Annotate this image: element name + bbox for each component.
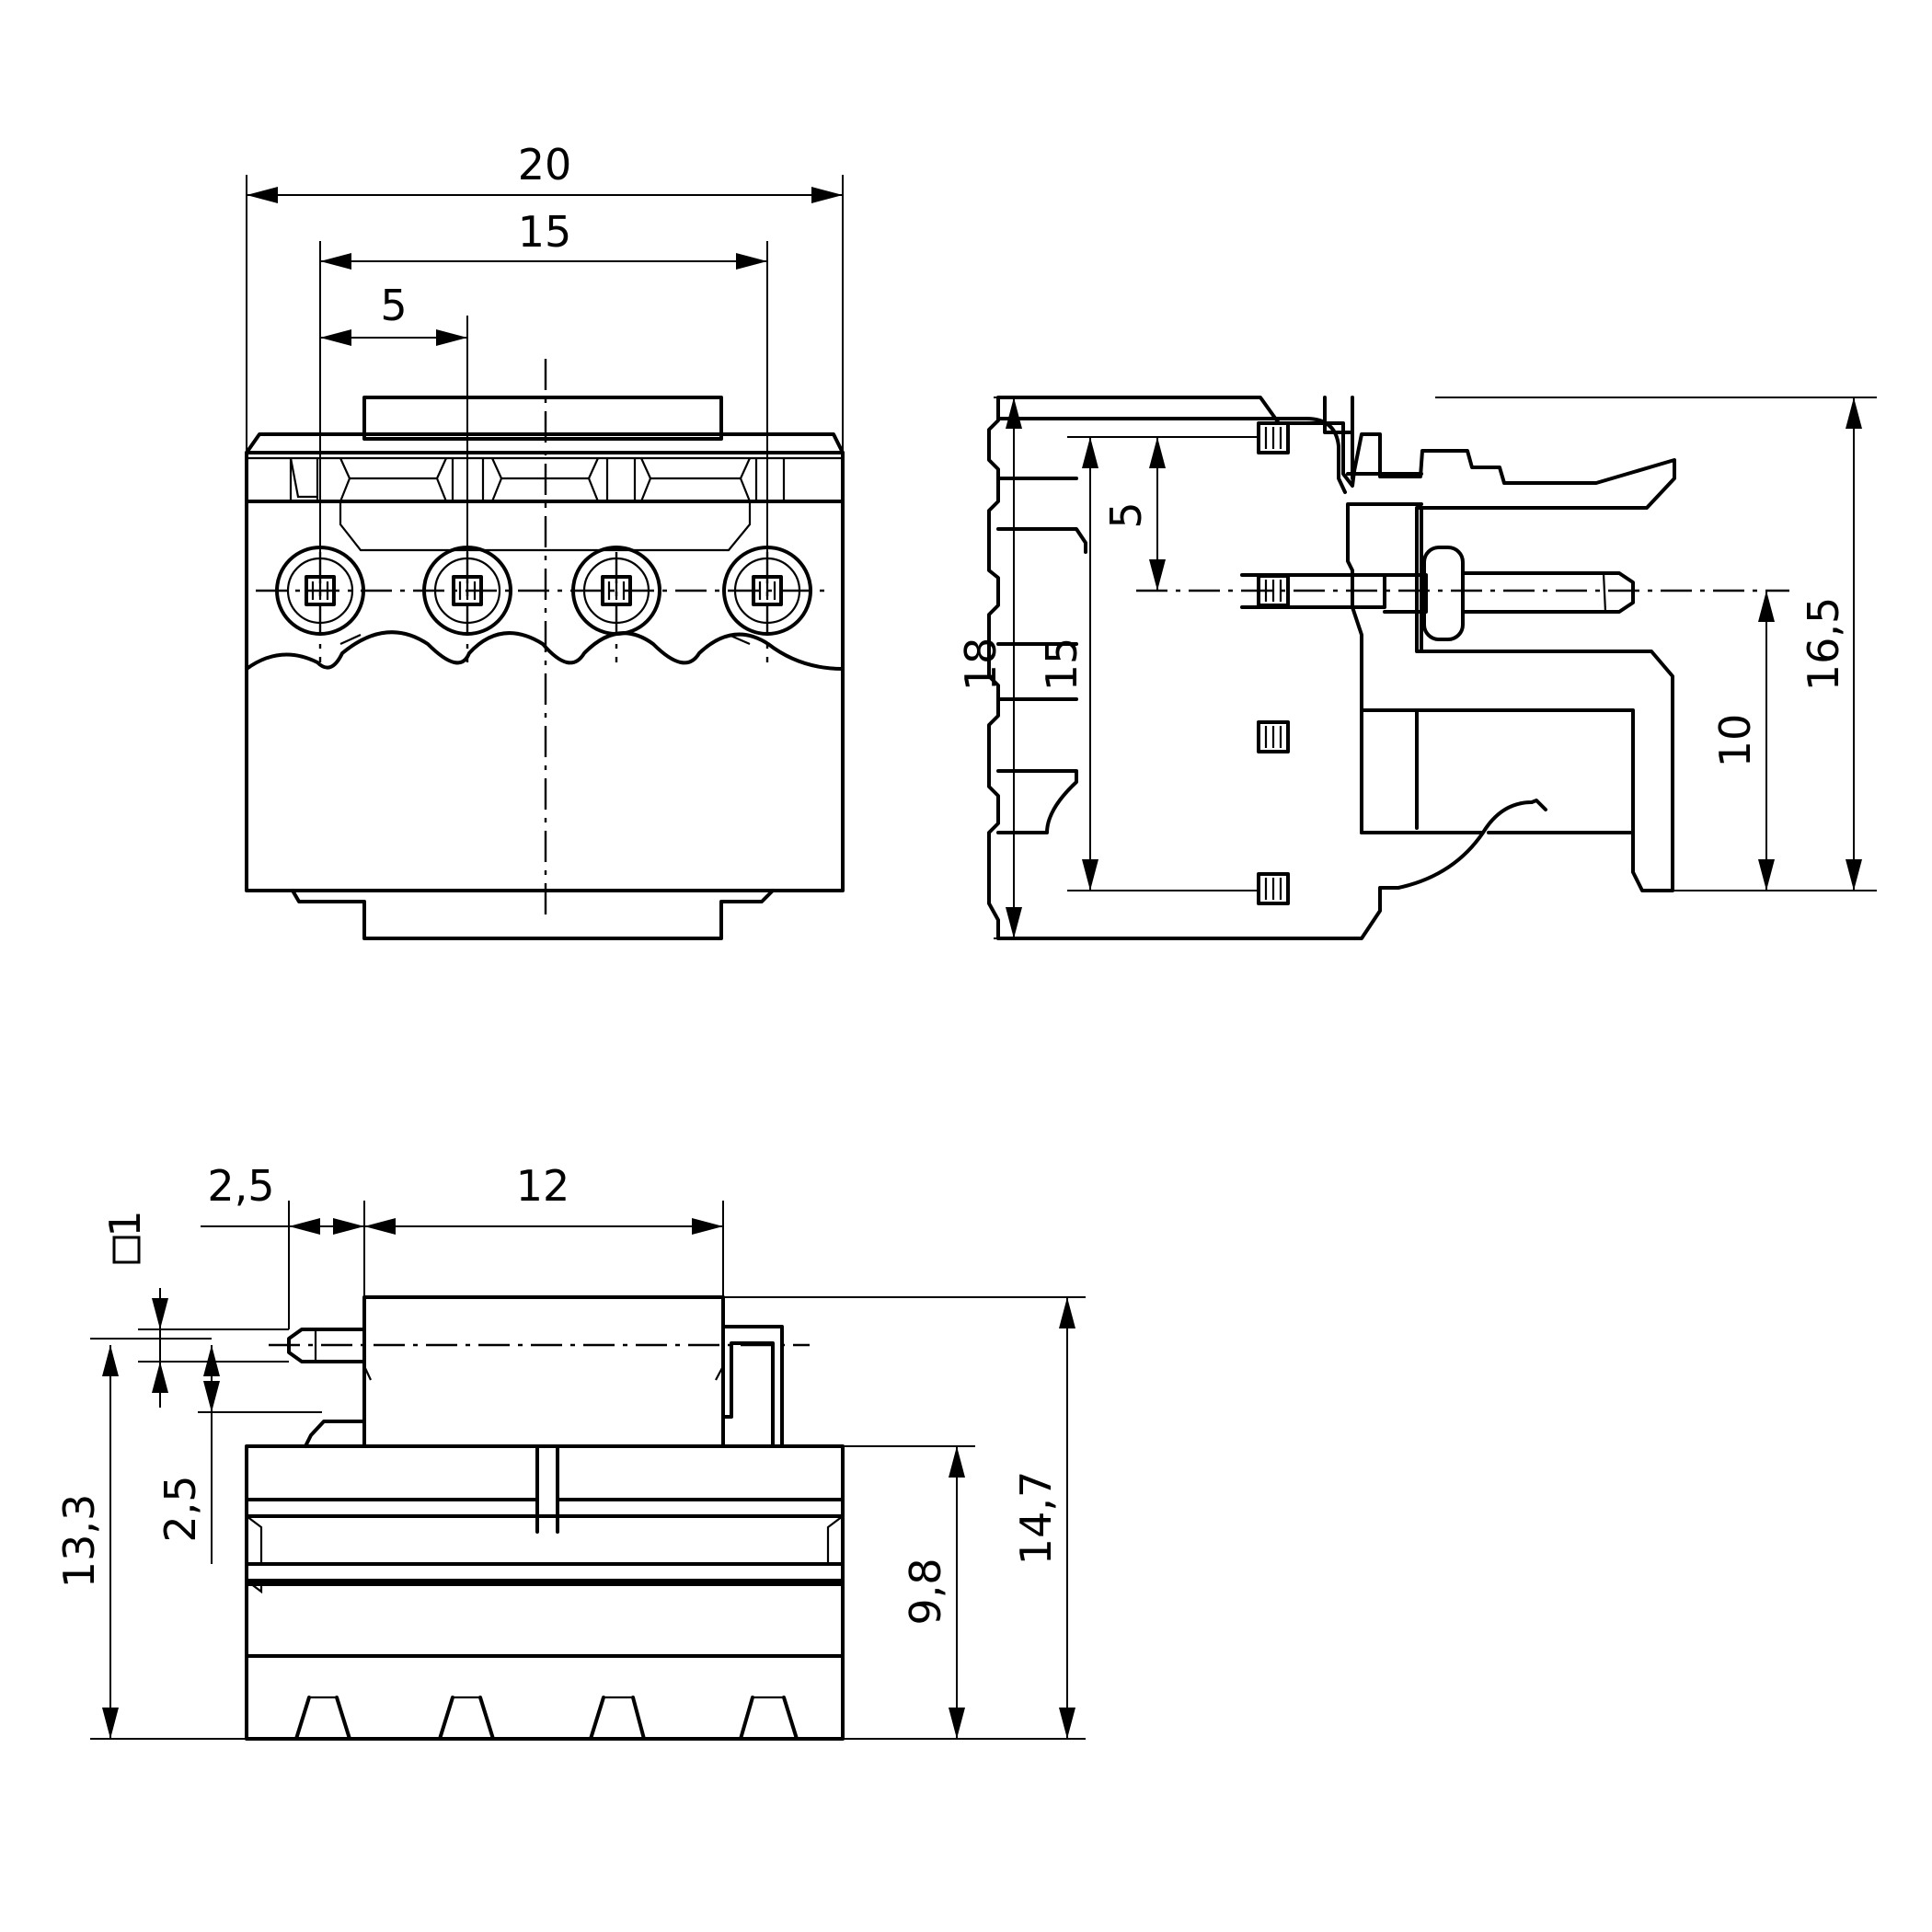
side-dim-16-5-label: 16,5 xyxy=(1799,597,1848,691)
bottom-dim-13-3: 13,3 xyxy=(54,1338,247,1740)
bottom-dim-9-8-label: 9,8 xyxy=(901,1558,950,1625)
bottom-dim-pin-square: 1 xyxy=(100,1210,289,1408)
side-dim-15-label: 15 xyxy=(1037,638,1087,692)
front-scallop-edge xyxy=(245,630,845,671)
side-screw-square-4-icon xyxy=(1257,872,1290,905)
side-screw-square-1-icon xyxy=(1257,421,1290,454)
side-pin xyxy=(1240,546,1635,641)
bottom-dim-pin-square-label: 1 xyxy=(100,1210,150,1236)
front-view: 20 15 5 xyxy=(245,140,845,940)
bottom-dim-2-5-left-label: 2,5 xyxy=(155,1475,205,1542)
bottom-dim-12: 12 xyxy=(363,1161,724,1297)
front-dim-5: 5 xyxy=(320,281,468,552)
side-lower-body xyxy=(1010,708,1547,940)
side-top-notch xyxy=(1323,396,1354,480)
front-top-plate xyxy=(362,396,723,441)
side-dim-18: 18 xyxy=(956,397,1022,939)
side-dim-5-label: 5 xyxy=(1101,501,1151,528)
bottom-view: 2,5 12 1 2,5 13,3 xyxy=(54,1161,1086,1741)
bottom-dim-2-5-top-label: 2,5 xyxy=(207,1161,274,1211)
front-screw-face xyxy=(339,501,752,552)
bottom-teeth xyxy=(294,1696,799,1741)
side-dim-10: 10 xyxy=(1673,591,1789,891)
side-housing xyxy=(1231,396,1676,892)
bottom-dim-12-label: 12 xyxy=(516,1161,570,1211)
bottom-dim-2-5-top: 2,5 xyxy=(201,1161,364,1329)
bottom-dim-14-7: 14,7 xyxy=(723,1296,1086,1740)
bottom-dim-2-5-left: 2,5 xyxy=(155,1345,322,1564)
bottom-body xyxy=(245,1444,845,1741)
bottom-right-hook xyxy=(721,1325,784,1448)
side-dim-15: 15 xyxy=(1037,436,1259,891)
side-view: 18 15 5 10 16,5 xyxy=(956,396,1877,940)
side-dim-10-label: 10 xyxy=(1710,714,1760,768)
bottom-dim-9-8: 9,8 xyxy=(843,1445,975,1739)
bottom-dim-13-3-label: 13,3 xyxy=(54,1494,104,1588)
side-dim-5: 5 xyxy=(1101,437,1166,591)
front-dim-5-label: 5 xyxy=(380,281,407,330)
front-dim-15: 15 xyxy=(319,207,768,552)
side-screw-square-3-icon xyxy=(1257,720,1290,753)
side-dim-18-label: 18 xyxy=(956,638,1006,692)
front-dim-15-label: 15 xyxy=(518,207,572,257)
side-dim-16-5: 16,5 xyxy=(1435,397,1877,891)
front-dim-20: 20 xyxy=(246,140,844,453)
side-inner-lines xyxy=(996,477,1087,701)
front-dim-20-label: 20 xyxy=(518,140,572,190)
bottom-dim-14-7-label: 14,7 xyxy=(1011,1471,1061,1565)
bottom-top-block xyxy=(362,1295,725,1534)
front-latches xyxy=(289,457,786,502)
front-bottom-plate xyxy=(291,889,775,940)
square-symbol-icon xyxy=(112,1236,141,1264)
